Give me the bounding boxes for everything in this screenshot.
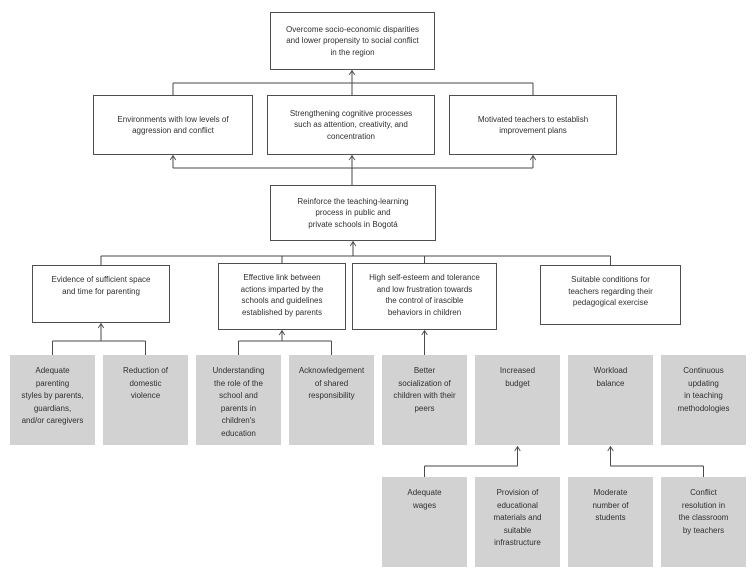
box-result-4: Suitable conditions for teachers regardi… bbox=[540, 265, 681, 325]
box-submeans-4: Conflict resolution in the classroom by … bbox=[661, 477, 746, 567]
box-submeans-3: Moderate number of students bbox=[568, 477, 653, 567]
box-submeans-1: Adequate wages bbox=[382, 477, 467, 567]
box-means-2: Reduction of domestic violence bbox=[103, 355, 188, 445]
box-outcome-2: Strengthening cognitive processes such a… bbox=[267, 95, 435, 155]
box-result-3: High self-esteem and tolerance and low f… bbox=[352, 263, 497, 330]
box-result-1: Evidence of sufficient space and time fo… bbox=[32, 265, 170, 323]
box-means-5: Better socialization of children with th… bbox=[382, 355, 467, 445]
box-means-6: Increased budget bbox=[475, 355, 560, 445]
box-means-4: Acknowledgement of shared responsibility bbox=[289, 355, 374, 445]
box-means-3: Understanding the role of the school and… bbox=[196, 355, 281, 445]
box-means-1: Adequate parenting styles by parents, gu… bbox=[10, 355, 95, 445]
box-main-objective: Reinforce the teaching-learning process … bbox=[270, 185, 436, 241]
box-means-8: Continuous updating in teaching methodol… bbox=[661, 355, 746, 445]
box-submeans-2: Provision of educational materials and s… bbox=[475, 477, 560, 567]
box-means-7: Workload balance bbox=[568, 355, 653, 445]
box-result-2: Effective link between actions imparted … bbox=[218, 263, 346, 330]
box-overall-goal: Overcome socio-economic disparities and … bbox=[270, 12, 435, 70]
box-outcome-3: Motivated teachers to establish improvem… bbox=[449, 95, 617, 155]
box-outcome-1: Environments with low levels of aggressi… bbox=[93, 95, 253, 155]
